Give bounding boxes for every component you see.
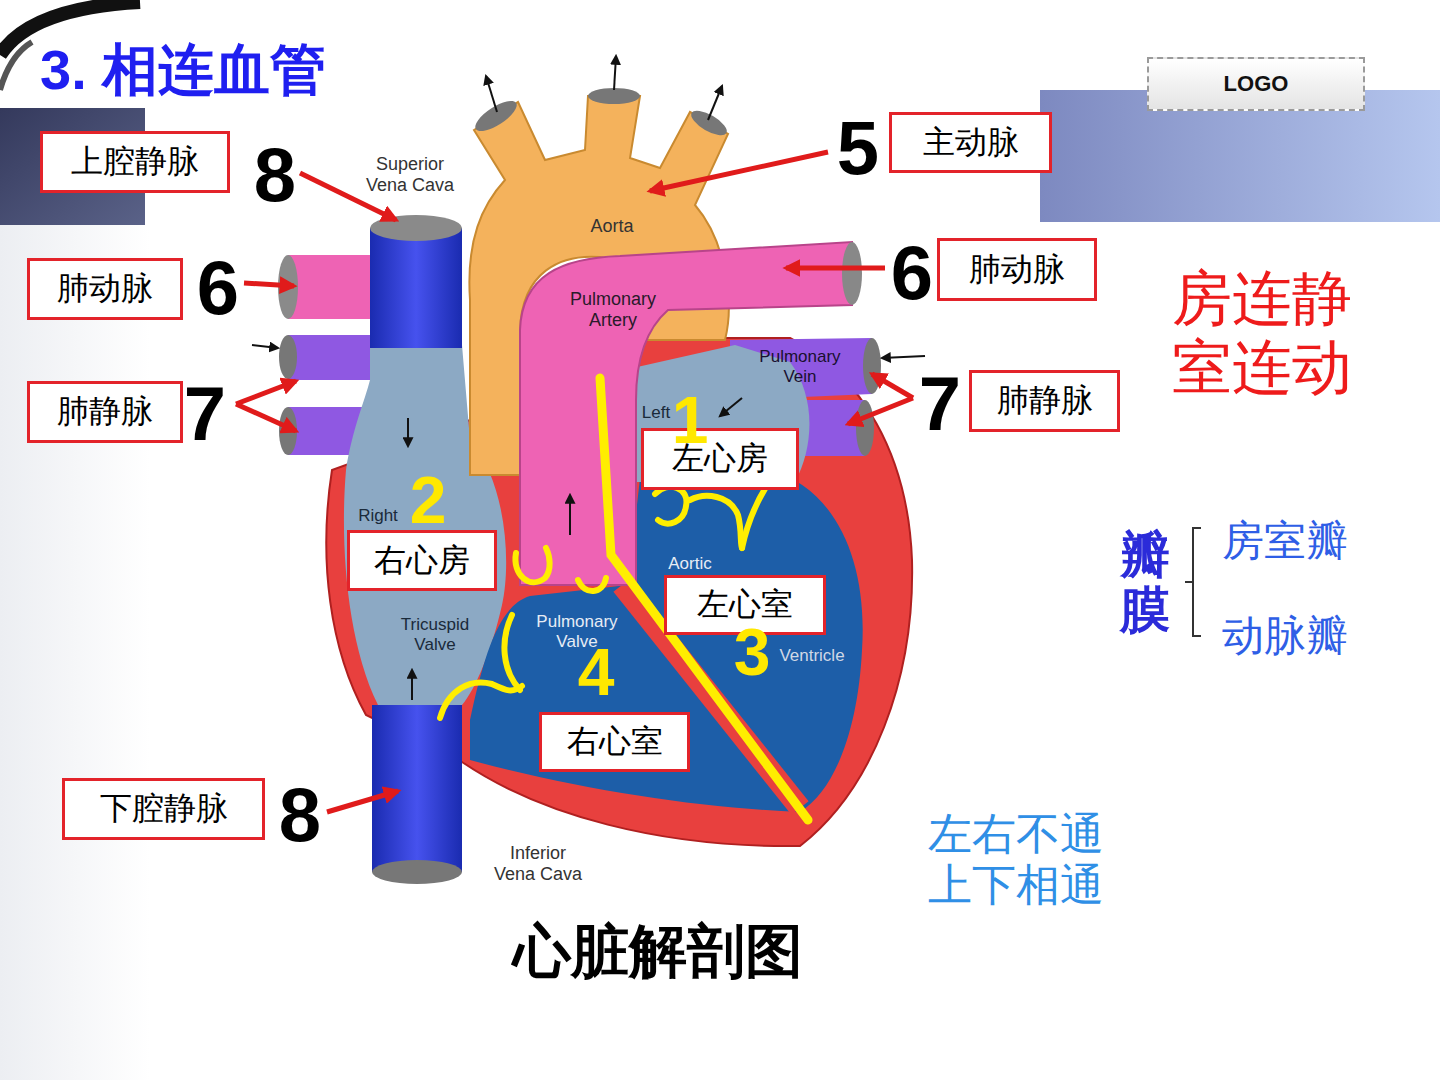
valve-outline <box>690 496 742 548</box>
valve-outline <box>655 487 686 524</box>
box-text: 主动脉 <box>923 121 1019 165</box>
valve-type: 动脉瓣 <box>1222 615 1348 657</box>
mnemonic-text: 房连静 室连动 <box>1167 264 1357 402</box>
label-box: 主动脉 <box>889 112 1052 173</box>
pulmonary-vein-right <box>800 400 865 456</box>
vena-cava <box>370 215 462 241</box>
vena-cava <box>372 705 462 872</box>
label-box: 下腔静脉 <box>62 778 265 840</box>
callout-number: 6 <box>891 235 933 311</box>
chamber-number: 3 <box>734 619 771 685</box>
label-box: 右心室 <box>539 712 690 772</box>
flow-arrow <box>252 56 925 700</box>
anatomy-label: Tricuspid Valve <box>385 615 485 654</box>
flow-arrow <box>411 670 413 700</box>
leader-arrow <box>848 398 913 424</box>
box-text: 肺静脉 <box>997 379 1093 423</box>
pulmonary-vein-right <box>856 400 874 456</box>
pulmonary-artery <box>842 242 862 305</box>
leader-arrow <box>236 381 296 404</box>
valve-outline <box>578 578 606 591</box>
aorta <box>588 88 640 104</box>
box-text: 右心房 <box>374 539 470 583</box>
label-box: 左心房 <box>641 428 799 490</box>
callout-number: 7 <box>919 366 961 442</box>
slide-background <box>0 225 150 1080</box>
callout-number: 6 <box>197 250 239 326</box>
anatomy-label: Ventricle <box>779 647 844 664</box>
flow-arrow <box>614 56 616 90</box>
anatomy-label: Pulmonary Artery <box>563 289 663 330</box>
flow-arrow <box>720 398 742 416</box>
flow-arrow <box>407 418 409 446</box>
callout-number: 5 <box>837 110 879 186</box>
box-text: 肺动脉 <box>57 267 153 311</box>
leader-arrow <box>236 404 296 431</box>
aorta <box>688 106 731 140</box>
chamber-number: 2 <box>410 467 447 533</box>
leader-arrow <box>650 152 828 191</box>
anatomy-label: Aortic <box>668 555 711 572</box>
logo-box: LOGO <box>1147 57 1365 111</box>
anatomy-label: Right <box>358 507 398 524</box>
slide-title: 3. 相连血管 <box>40 36 326 103</box>
aorta <box>471 95 521 136</box>
valve-type: 房室瓣 <box>1222 520 1348 562</box>
figure-caption: 心脏解剖图 <box>513 913 803 991</box>
label-box: 肺静脉 <box>27 381 183 443</box>
box-text: 肺动脉 <box>969 248 1065 292</box>
box-text: LOGO <box>1224 71 1289 97</box>
leader-arrow <box>244 283 294 286</box>
box-text: 上腔静脉 <box>71 140 199 184</box>
anatomy-label: Pulmonary Valve <box>527 612 627 651</box>
flow-arrow <box>252 345 278 348</box>
callout-number: 7 <box>184 376 226 452</box>
box-text: 下腔静脉 <box>100 787 228 831</box>
box-text: 肺静脉 <box>57 390 153 434</box>
bracket <box>1193 528 1201 636</box>
pulmonary-vein-left <box>288 335 378 380</box>
label-box: 肺动脉 <box>27 258 183 320</box>
leader-arrow <box>327 791 398 812</box>
vena-cava <box>370 228 462 348</box>
valve-outline <box>515 548 549 582</box>
leader-arrow <box>872 374 913 398</box>
flow-arrow <box>708 86 722 120</box>
bracket <box>1185 581 1193 583</box>
leader-arrow <box>236 152 913 812</box>
valve-outline <box>504 615 520 690</box>
flow-arrow <box>882 356 925 358</box>
callout-number: 8 <box>254 137 296 213</box>
slide-background <box>0 42 32 90</box>
label-box: 肺动脉 <box>937 238 1097 301</box>
flow-arrow <box>569 495 571 535</box>
flow-arrow <box>486 76 497 112</box>
callout-number: 8 <box>279 777 321 853</box>
anatomy-label: Left <box>642 404 670 421</box>
chamber-number: 1 <box>672 387 709 453</box>
pulmonary-vein-left <box>279 335 297 379</box>
anatomy-label: Aorta <box>590 217 633 235</box>
pulmonary-vein-right <box>863 338 881 394</box>
vena-cava <box>372 860 462 884</box>
box-text: 右心室 <box>567 720 663 764</box>
mnemonic-text: 左右不通 上下相通 <box>921 809 1111 910</box>
valve-outline <box>440 682 522 718</box>
anatomy-label: Superior Vena Cava <box>360 154 460 195</box>
label-box: 肺静脉 <box>969 370 1120 432</box>
bracket <box>1185 528 1201 636</box>
label-box: 上腔静脉 <box>40 131 230 193</box>
leader-arrow <box>786 266 885 271</box>
pulmonary-artery <box>520 242 852 585</box>
category-label: 瓣膜 <box>1120 528 1170 638</box>
anatomy-label: Inferior Vena Cava <box>490 843 586 884</box>
label-box: 右心房 <box>347 530 497 591</box>
pulmonary-artery <box>520 242 862 585</box>
anatomy-label: Pulmonary Vein <box>750 347 850 386</box>
